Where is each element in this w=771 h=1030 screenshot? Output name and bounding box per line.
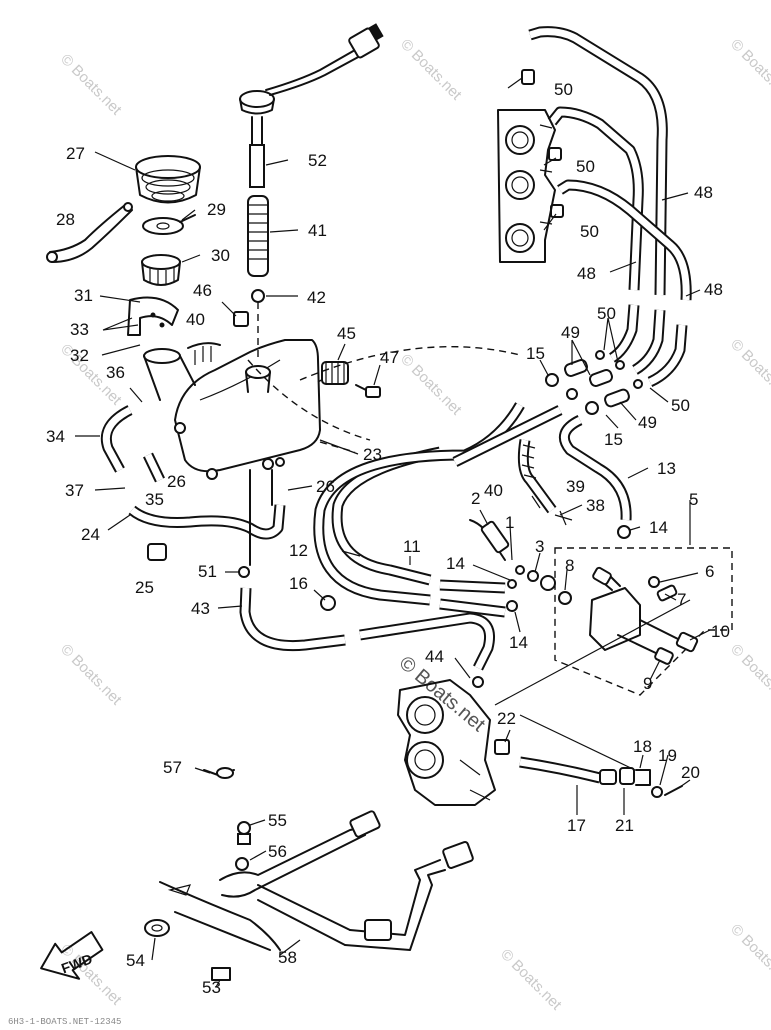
part-label-15b: 15 [604, 430, 623, 449]
filler-bracket [127, 296, 179, 336]
watermark: © Boats.net [727, 36, 771, 104]
part-label-52: 52 [308, 151, 327, 170]
part-label-22: 22 [497, 709, 516, 728]
part-label-48c: 48 [704, 280, 723, 299]
part-label-27: 27 [66, 144, 85, 163]
part-label-30: 30 [211, 246, 230, 265]
part-label-36: 36 [106, 363, 125, 382]
part-label-53: 53 [202, 978, 221, 997]
part-label-6: 6 [705, 562, 714, 581]
part-label-50e: 50 [580, 222, 599, 241]
part-label-14c: 14 [649, 518, 668, 537]
part-label-5: 5 [689, 490, 698, 509]
part-label-29: 29 [207, 200, 226, 219]
part-label-48b: 48 [577, 264, 596, 283]
part-label-9: 9 [643, 674, 652, 693]
part-label-33: 33 [70, 320, 89, 339]
part-label-8: 8 [565, 556, 574, 575]
part-label-18: 18 [633, 737, 652, 756]
part-label-7: 7 [677, 590, 686, 609]
long-fuel-hoses [299, 345, 563, 618]
oil-strainer-and-bolt [321, 361, 381, 398]
part-label-44: 44 [425, 647, 444, 666]
part-label-2: 2 [471, 489, 480, 508]
part-label-15a: 15 [526, 344, 545, 363]
watermark: © Boats.net [57, 641, 125, 709]
part-label-26b: 26 [316, 477, 335, 496]
part-label-14a: 14 [446, 554, 465, 573]
part-label-57: 57 [163, 758, 182, 777]
part-label-41: 41 [308, 221, 327, 240]
part-label-16: 16 [289, 574, 308, 593]
part-label-56: 56 [268, 842, 287, 861]
part-label-48a: 48 [694, 183, 713, 202]
watermark: © Boats.net [727, 336, 771, 404]
oil-cap-assembly [46, 155, 201, 286]
part-label-40a: 40 [186, 310, 205, 329]
carburetor-lower [397, 676, 510, 806]
hose-17-assembly [494, 599, 691, 798]
watermark: © Boats.net [397, 351, 465, 419]
fitting-cluster [545, 350, 643, 415]
part-label-50d: 50 [576, 157, 595, 176]
part-label-23: 23 [363, 445, 382, 464]
part-label-14b: 14 [509, 633, 528, 652]
part-label-50c: 50 [554, 80, 573, 99]
part-label-11: 11 [403, 537, 421, 556]
part-label-49b: 49 [638, 413, 657, 432]
watermark: © Boats.net [727, 641, 771, 709]
vent-hoses [521, 26, 692, 388]
oil-level-gauge [239, 23, 384, 360]
part-label-45: 45 [337, 324, 356, 343]
part-label-50b: 50 [671, 396, 690, 415]
part-label-19: 19 [658, 746, 677, 765]
part-label-31: 31 [74, 286, 93, 305]
part-label-43: 43 [191, 599, 210, 618]
part-label-13: 13 [657, 459, 676, 478]
part-label-50a: 50 [597, 304, 616, 323]
part-label-58: 58 [278, 948, 297, 967]
part-label-37: 37 [65, 481, 84, 500]
part-label-42: 42 [307, 288, 326, 307]
part-label-40b: 40 [484, 481, 503, 500]
hose-13 [558, 415, 632, 521]
watermark: © Boats.net [397, 36, 465, 104]
left-oil-hoses [100, 405, 495, 671]
part-label-32: 32 [70, 346, 89, 365]
oil-tank [143, 311, 371, 480]
part-label-17: 17 [567, 816, 586, 835]
part-label-34: 34 [46, 427, 65, 446]
part-label-49a: 49 [561, 323, 580, 342]
part-label-25: 25 [135, 578, 154, 597]
watermark: © Boats.net [727, 921, 771, 989]
watermark: © Boats.net [57, 51, 125, 119]
watermark: © Boats.net [497, 946, 565, 1014]
part-label-3: 3 [535, 537, 544, 556]
part-label-51: 51 [198, 562, 217, 581]
fuel-pump [469, 510, 733, 696]
part-label-20: 20 [681, 763, 700, 782]
part-label-46: 46 [193, 281, 212, 300]
leader-lines [75, 77, 711, 988]
part-label-35: 35 [145, 490, 164, 509]
part-label-39: 39 [566, 477, 585, 496]
part-label-28: 28 [56, 210, 75, 229]
part-label-47: 47 [380, 348, 399, 367]
part-label-38: 38 [586, 496, 605, 515]
carburetor-upper [497, 109, 556, 263]
part-label-21: 21 [615, 816, 634, 835]
part-label-24: 24 [81, 525, 100, 544]
part-label-26a: 26 [167, 472, 186, 491]
part-label-12: 12 [289, 541, 308, 560]
part-label-1: 1 [505, 513, 514, 532]
part-label-54: 54 [126, 951, 145, 970]
part-label-10: 10 [711, 622, 730, 641]
part-label-55: 55 [268, 811, 287, 830]
footer-code: 6H3-1-BOATS.NET-12345 [8, 1017, 121, 1027]
wire-harness [144, 767, 474, 981]
part-labels: 27 28 29 30 31 33 32 40 46 52 41 42 45 4… [46, 80, 730, 997]
